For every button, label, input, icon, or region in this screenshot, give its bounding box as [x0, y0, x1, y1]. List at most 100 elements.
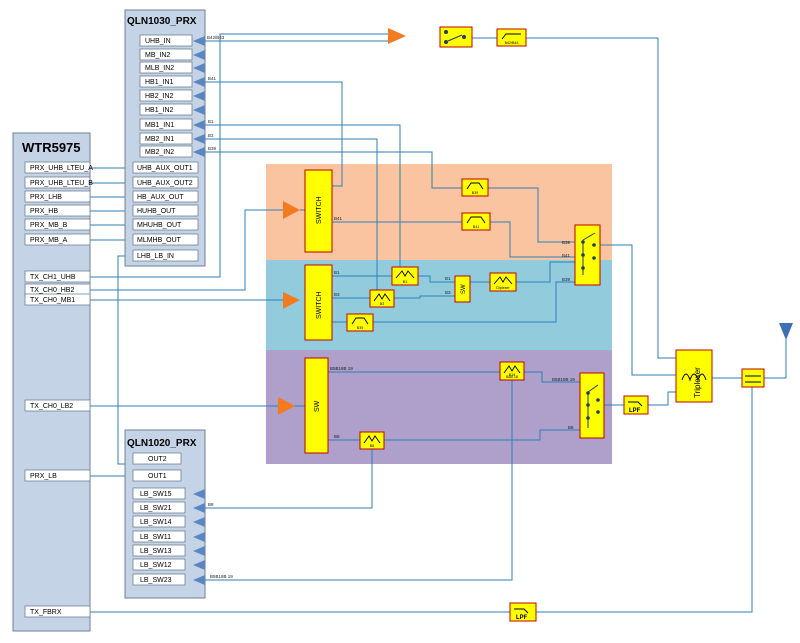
qln1030-output-label: HB_AUX_OUT — [137, 194, 184, 201]
qln1020-ports: OUT2OUT1LB_SW15LB_SW21LB_SW14LB_SW11LB_S… — [132, 452, 205, 586]
upper-mux-label-3: B39 — [562, 277, 571, 282]
wire-label-b1-qln: B1 — [208, 119, 214, 124]
wire-b39-filter-out — [488, 187, 575, 243]
filter-label: B41 — [473, 225, 479, 229]
wtr5975-port-label: PRX_UHB_LTEU_B — [30, 180, 93, 187]
qln1030-output-label: UHB_AUX_OUT2 — [137, 180, 193, 187]
wire-label-b8-qln: B8 — [208, 502, 214, 507]
upper-switch — [304, 169, 333, 253]
qln1020-input-label: LB_SW13 — [140, 548, 172, 555]
filter-label: Diplexer — [496, 286, 510, 290]
qln1020-input-arrow-icon — [193, 489, 205, 499]
qln1030-input-box — [139, 61, 193, 74]
wtr5975-port-box — [24, 190, 91, 203]
filter-symbol-icon — [373, 293, 391, 302]
qln1020-input-box — [132, 515, 186, 528]
qln1030-input-box — [139, 103, 193, 116]
wtr5975-port-label: TX_CH0_LB2 — [30, 403, 73, 410]
top-selector-node-3 — [462, 35, 466, 39]
qln1030-input-box — [139, 132, 193, 145]
wire-tx-ch1-uhb — [90, 33, 388, 278]
upper-multiplexer: B39 B41 B39 — [562, 224, 601, 286]
filter-symbol-icon — [466, 182, 484, 190]
qln1020-input-label: LB_SW21 — [140, 505, 172, 512]
coupler-body — [741, 368, 765, 388]
qln1020-input-label: LB_SW14 — [140, 519, 172, 526]
top-selector-node-1 — [444, 30, 448, 34]
amplifiers — [278, 28, 406, 415]
wtr5975-port-label: PRX_HB — [30, 208, 58, 215]
qln1030-output-label: MLMHB_OUT — [137, 237, 182, 244]
qln1020-output-label: OUT2 — [148, 456, 167, 463]
wire-b41 — [205, 81, 343, 187]
filter-symbol-icon — [351, 317, 369, 325]
qln1030-input-arrow-icon — [193, 36, 205, 46]
wire-label-b1-switch: B1 — [334, 270, 340, 275]
qln1030-output-box — [132, 190, 199, 203]
upper-mux-label-2: B41 — [562, 253, 571, 258]
upper-mux-node-2 — [581, 253, 585, 257]
wire-b41-filter-out — [490, 221, 575, 258]
filter-label: B42/B43 — [505, 41, 519, 45]
triplexer-symbol — [681, 373, 707, 382]
qln1020-block: QLN1020_PRX OUT2OUT1LB_SW15LB_SW21LB_SW1… — [124, 429, 206, 599]
qln1020-input-arrow-icon — [193, 503, 205, 513]
wire-coupler-to-antenna — [764, 338, 787, 379]
qln1030-input-arrow-icon — [193, 134, 205, 144]
upper-mux-node-5 — [592, 256, 596, 260]
qln1030-title: QLN1030_PRX — [127, 16, 197, 27]
lower-mux-label-2: B8 — [568, 425, 574, 430]
lower-multiplexer: B5B18B 19 B8 — [552, 372, 605, 439]
wtr5975-port-label: PRX_MB_B — [30, 222, 68, 229]
wire-label-b39-qln: B39 — [208, 146, 217, 151]
qln1030-input-box — [139, 48, 193, 61]
wire-label-b5-qln: B5B18B 19 — [210, 574, 233, 579]
lower-switch-label: SW — [314, 400, 321, 412]
top-selector-node-2 — [444, 40, 448, 44]
wire-diplexer-out — [516, 261, 575, 283]
antenna — [779, 323, 793, 340]
wtr5975-port-label: TX_CH0_HB2 — [30, 287, 74, 294]
wire-lower-b8-out — [384, 429, 580, 441]
small-sw-label: SW — [461, 284, 467, 294]
qln1020-input-label: LB_SW23 — [140, 577, 172, 584]
wire-label-b41-switch: B41 — [334, 216, 343, 221]
amp-upper — [283, 201, 300, 219]
wire-label-b42-b43: B42/B43 — [207, 35, 225, 40]
filter-symbol-icon — [501, 33, 521, 40]
amp-top — [388, 28, 406, 44]
upper-switch-label: SWITCH — [316, 196, 323, 224]
wire-mid-b3-to-sw — [394, 295, 455, 299]
qln1030-input-label: HB2_IN2 — [145, 93, 174, 100]
lower-mux-label-1: B5B18B 19 — [552, 377, 575, 382]
triplexer-label: Triplexer — [693, 367, 702, 398]
upper-mux-node-4 — [592, 243, 596, 247]
wtr5975-port-label: PRX_LHB — [30, 194, 62, 201]
qln1030-input-arrow-icon — [193, 120, 205, 130]
lower-mux-node-5 — [596, 410, 600, 414]
qln1030-input-box — [139, 118, 193, 131]
qln1020-input-label: LB_SW11 — [140, 534, 171, 541]
lpf-lower-label: LPF — [629, 408, 641, 414]
qln1030-input-box — [139, 75, 193, 88]
filter-symbol-icon — [493, 276, 513, 285]
lower-mux-node-2 — [586, 403, 590, 407]
wire-label-b3-qln: B3 — [208, 133, 214, 138]
wire-b5-qln1020 — [205, 380, 513, 581]
top-selector-body — [439, 26, 473, 48]
lower-mux-node-1 — [586, 391, 590, 395]
filter-symbol-icon — [466, 216, 486, 224]
triplexer: Triplexer — [675, 349, 713, 403]
filter-b39_top — [461, 178, 489, 197]
wtr5975-port-box — [24, 469, 91, 482]
wire-fbrx-lpf-out — [536, 386, 753, 613]
filter-label: B5B 18 — [506, 375, 518, 379]
wire-label-b1-sw: B1 — [445, 276, 451, 281]
qln1030-ports: UHB_INMB_IN2MLB_IN2HB1_IN1HB2_IN2HB1_IN2… — [132, 34, 205, 262]
qln1030-output-label: UHB_AUX_OUT1 — [137, 165, 193, 172]
wire-label-b41-qln: B41 — [208, 76, 217, 81]
qln1020-input-box — [132, 558, 186, 571]
upper-mux-body — [574, 224, 601, 286]
qln1030-output-box — [132, 161, 199, 174]
